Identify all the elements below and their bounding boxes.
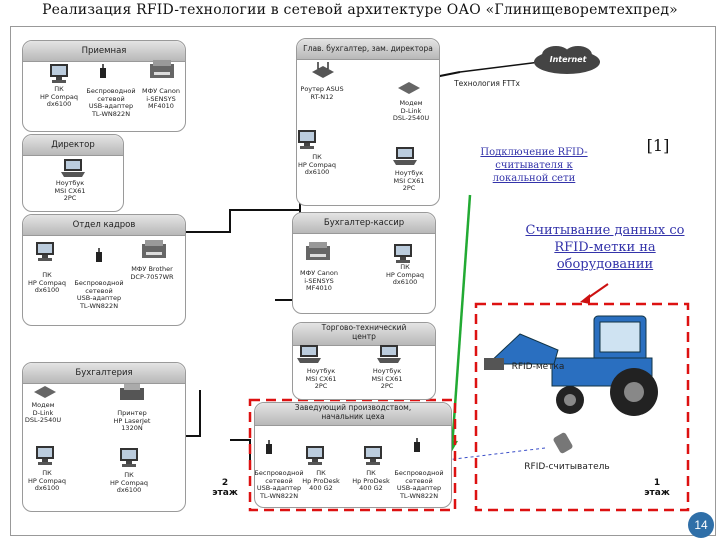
pc-icon [50, 64, 68, 83]
fttx-label: Технология FTTx [454, 79, 520, 88]
wifi-adapter-icon [96, 248, 102, 262]
page-number: 14 [688, 512, 714, 538]
mfu-icon [142, 240, 166, 258]
room-title: Директор [23, 135, 123, 156]
chief-modem-label: Модем D-Link DSL-2540U [392, 99, 430, 122]
reception-mfu-label: МФУ Canon i-SENSYS MF4010 [142, 87, 180, 110]
director-laptop-label: Ноутбук MSI CX61 2PC [54, 179, 86, 202]
pc-icon [298, 130, 316, 149]
workshop-wifi2-label: Беспроводной сетевой USB-адаптер TL-WN82… [394, 469, 444, 500]
chief-laptop-label: Ноутбук MSI CX61 2PC [393, 169, 425, 192]
mfu-icon [306, 242, 330, 260]
room-title: Отдел кадров [23, 215, 185, 236]
room-workshop: Заведующий производством, начальник цеха [254, 402, 452, 508]
room-title: Приемная [23, 41, 185, 62]
room-title: Глав. бухгалтер, зам. директора [297, 39, 439, 60]
chief-router-label: Роутер ASUS RT-N12 [300, 85, 344, 101]
hr-pc-label: ПК HP Compaq dx6100 [28, 271, 66, 294]
trade-laptop2-label: Ноутбук MSI CX61 2PC [371, 367, 403, 390]
wifi-adapter-icon [100, 64, 106, 78]
room-cashier: Бухгалтер-кассир [292, 212, 436, 314]
rfid-read-note: Считывание данных со RFID-метки на обору… [525, 223, 685, 272]
pc-icon [306, 446, 324, 465]
room-title: Торгово-технический центр [293, 323, 435, 346]
accounting-printer-label: Принтер HP LaserJet 1320N [113, 409, 151, 432]
pc-icon [364, 446, 382, 465]
reception-wifi-label: Беспроводной сетевой USB-адаптер TL-WN82… [86, 87, 136, 118]
hr-wifi-label: Беспроводной сетевой USB-адаптер TL-WN82… [74, 279, 124, 310]
pc-icon [394, 244, 412, 263]
laptop-icon [297, 345, 321, 363]
laptop-icon [377, 345, 401, 363]
laptop-icon [393, 147, 417, 165]
chief-pc-label: ПК HP Compaq dx6100 [298, 153, 336, 176]
modem-icon [398, 82, 420, 94]
cashier-mfu-label: МФУ Canon i-SENSYS MF4010 [300, 269, 338, 292]
trade-laptop1-label: Ноутбук MSI CX61 2PC [305, 367, 337, 390]
workshop-wifi1-label: Беспроводной сетевой USB-адаптер TL-WN82… [254, 469, 304, 500]
printer-icon [120, 384, 144, 400]
accounting-modem-label: Модем D-Link DSL-2540U [24, 401, 62, 424]
wifi-adapter-icon [266, 440, 272, 454]
mfu-icon [150, 60, 174, 78]
wifi-adapter-icon [414, 438, 420, 452]
pc-icon [36, 242, 54, 261]
accounting-pc1-label: ПК HP Compaq dx6100 [28, 469, 66, 492]
workshop-pc1-label: ПК Hp ProDesk 400 G2 [302, 469, 340, 492]
room-trade: Торгово-технический центр [292, 322, 436, 400]
room-hr: Отдел кадров [22, 214, 186, 326]
internet-cloud-icon [534, 46, 600, 74]
room-title: Бухгалтер-кассир [293, 213, 435, 234]
tractor-image [484, 315, 658, 416]
floor-2-label: 2 этаж [212, 478, 238, 498]
room-title: Бухгалтерия [23, 363, 185, 384]
internet-label: Internet [549, 55, 587, 64]
room-chief: Глав. бухгалтер, зам. директора [296, 38, 440, 206]
rfid-tag-label: RFID-метка [511, 362, 565, 372]
slide-title: Реализация RFID-технологии в сетевой арх… [42, 2, 678, 18]
cashier-pc-label: ПК HP Compaq dx6100 [386, 263, 424, 286]
accounting-pc2-label: ПК HP Compaq dx6100 [110, 471, 148, 494]
pc-icon [36, 446, 54, 465]
reception-pc-label: ПК HP Compaq dx6100 [40, 85, 78, 108]
workshop-pc2-label: ПК Hp ProDesk 400 G2 [352, 469, 390, 492]
rfid-reader-label: RFID-считыватель [524, 462, 610, 472]
room-accounting: Бухгалтерия [22, 362, 186, 512]
hr-mfu-label: МФУ Brother DCP-7057WR [130, 265, 174, 281]
modem-icon [34, 386, 56, 398]
router-icon [312, 62, 334, 78]
room-title: Заведующий производством, начальник цеха [255, 403, 451, 426]
reference-label: [1] [646, 136, 670, 155]
pc-icon [120, 448, 138, 467]
floor-1-label: 1 этаж [644, 478, 670, 498]
rfid-connect-note: Подключение RFID- считывателя к локально… [480, 147, 588, 184]
laptop-icon [61, 159, 85, 177]
room-reception: Приемная [22, 40, 186, 132]
rfid-reader-icon [553, 432, 573, 454]
diagram-frame [10, 26, 716, 536]
